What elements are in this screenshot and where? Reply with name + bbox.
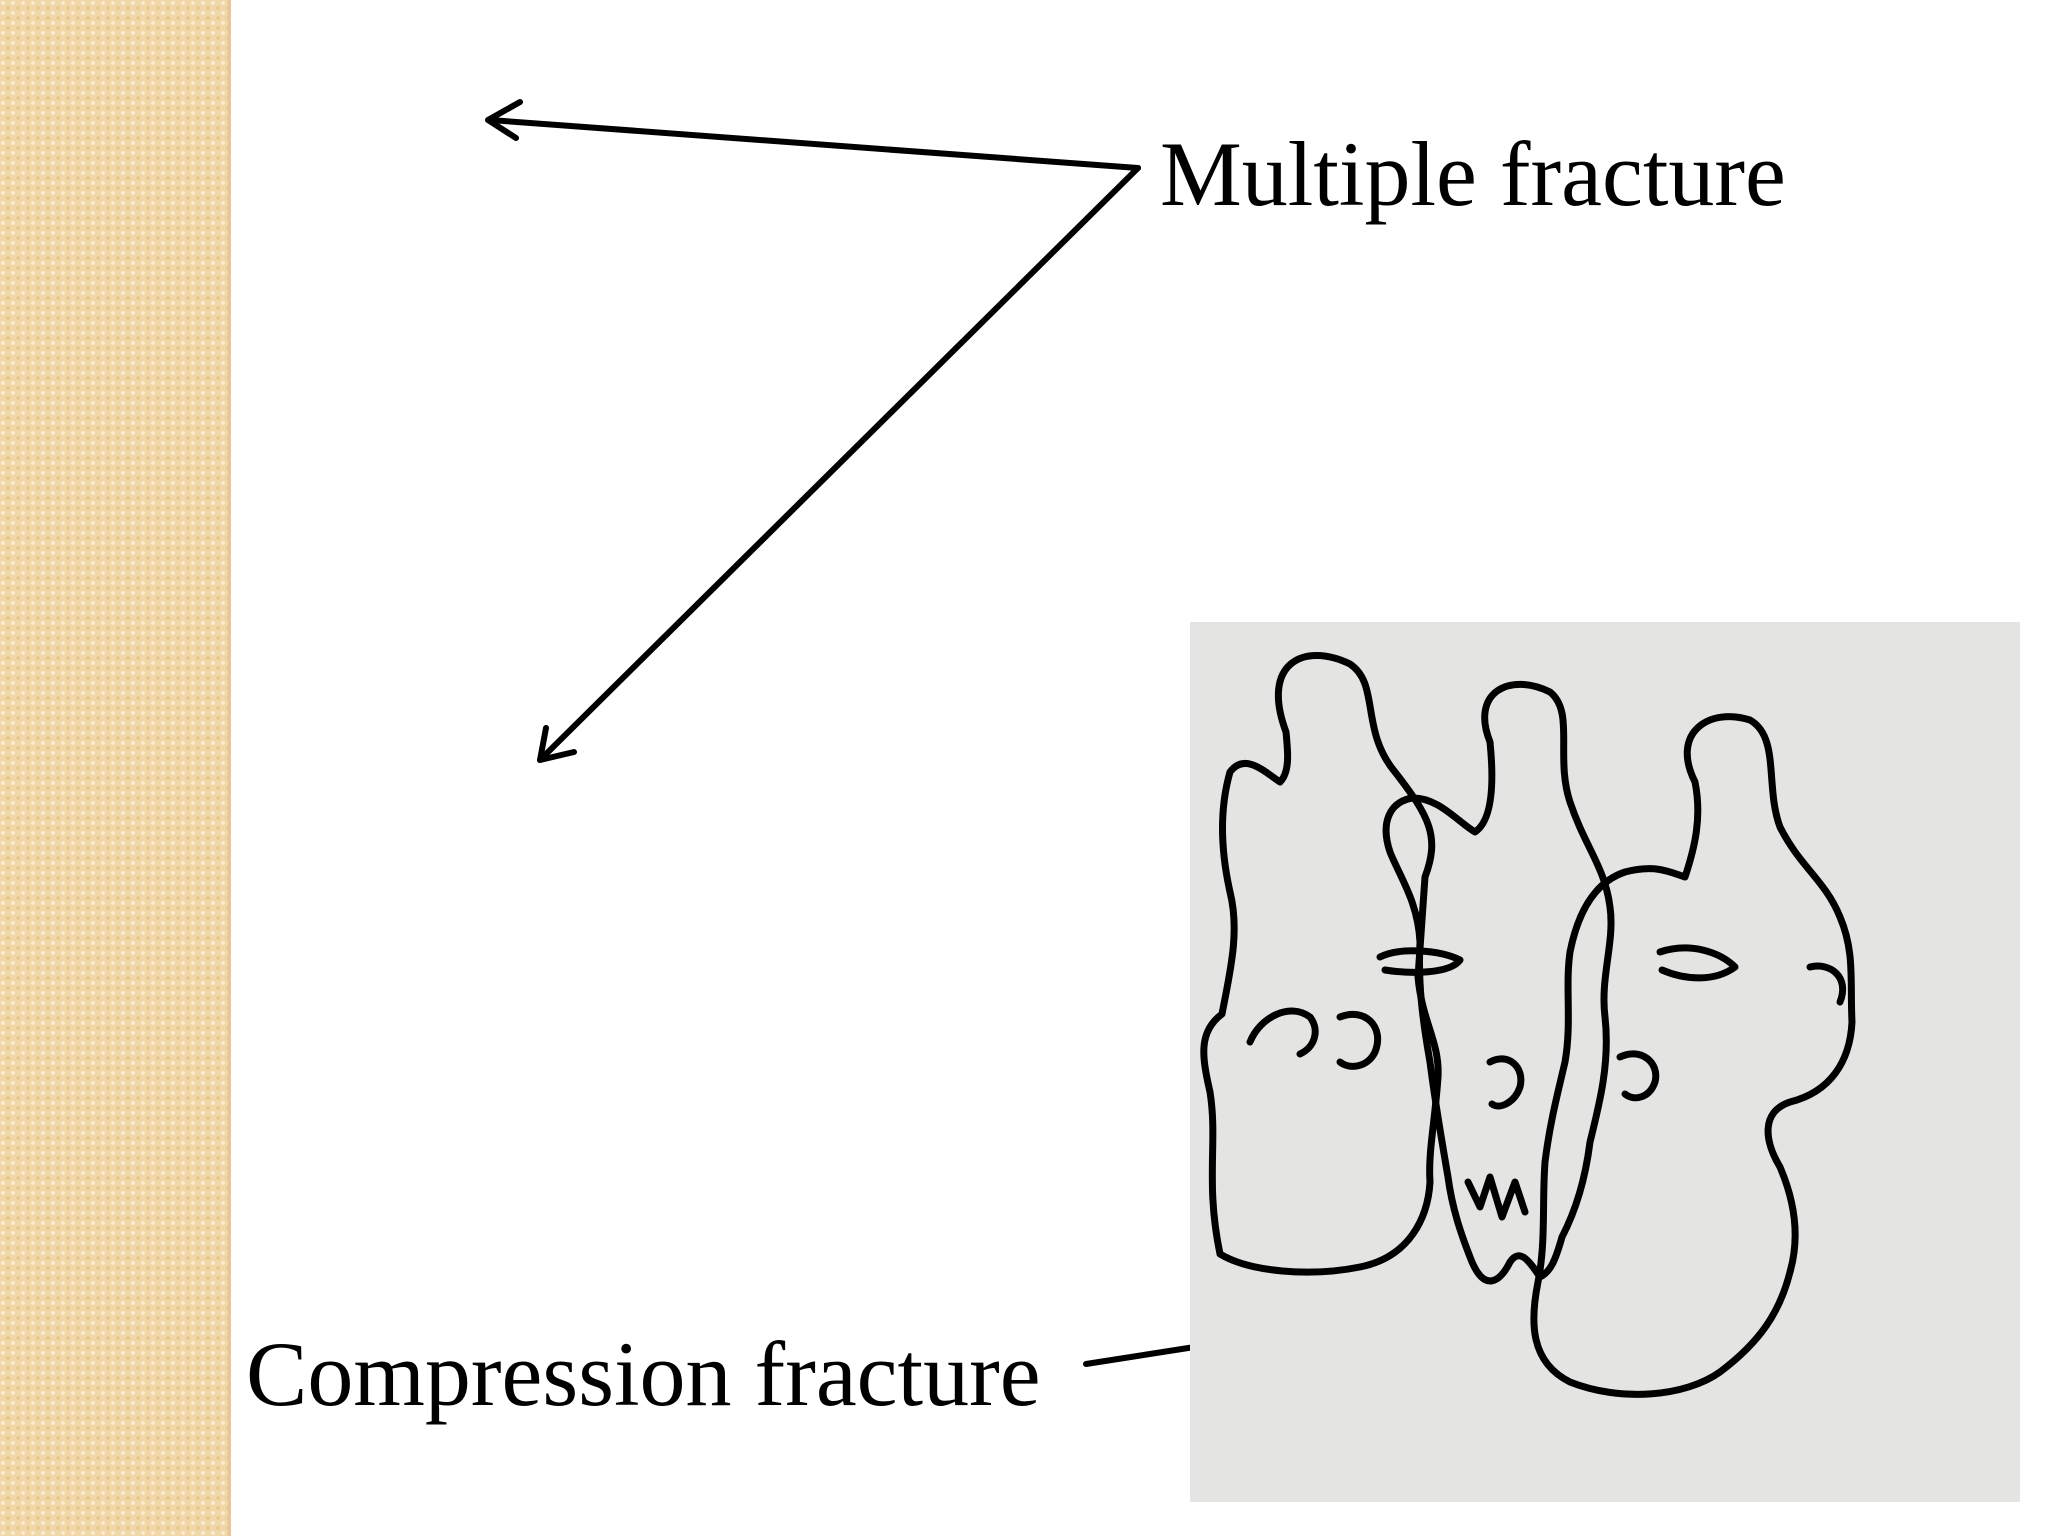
side-band-edge [228, 0, 231, 1536]
decorative-side-band [0, 0, 230, 1536]
left-vertebra [1200, 652, 1442, 1276]
right-vertebra [1530, 713, 1856, 1398]
arrow-icon-lower-left [537, 165, 1141, 763]
middle-vertebra-fractured [1376, 680, 1615, 1285]
multiple-fracture-label: Multiple fracture [1160, 123, 1786, 225]
compression-fracture-label: Compression fracture [246, 1323, 1041, 1425]
spine-vertebrae-illustration [1190, 622, 2020, 1502]
arrow-icon-upper-left [485, 99, 1141, 171]
